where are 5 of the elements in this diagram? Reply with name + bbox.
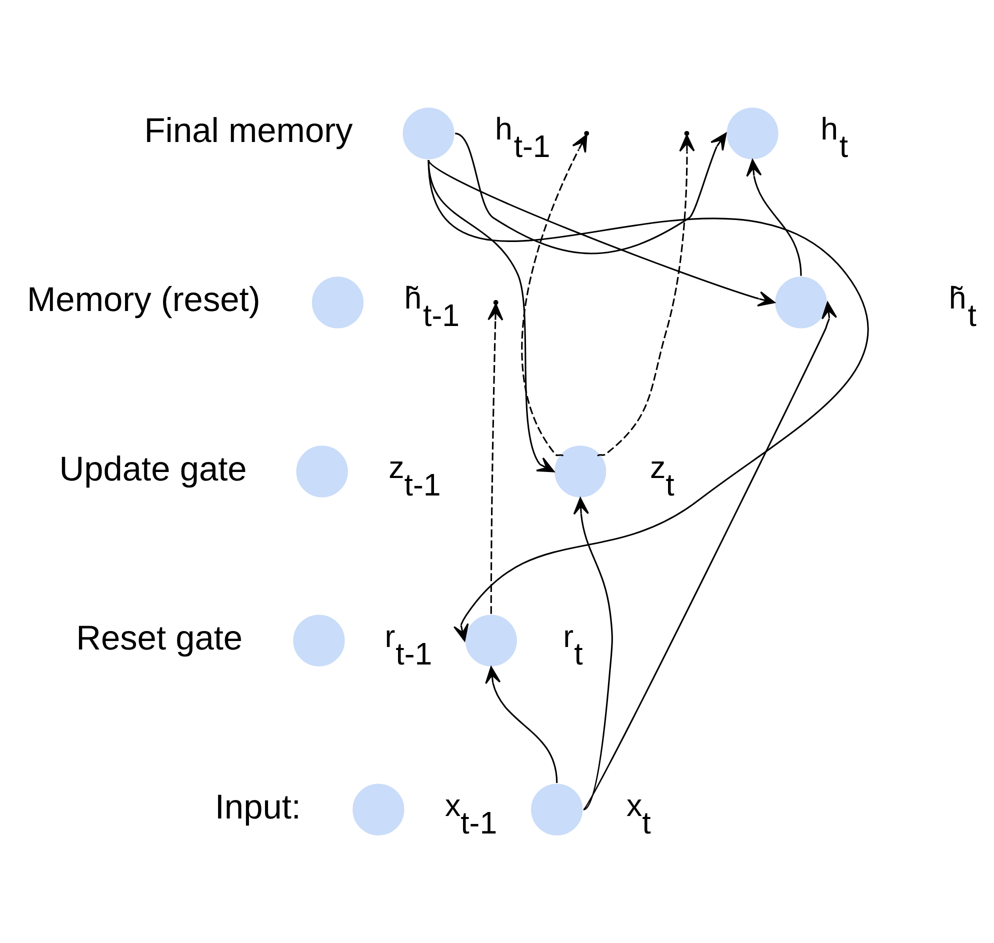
label: Final memory: [144, 112, 353, 150]
label: Memory (reset): [27, 281, 260, 320]
label: Update gate: [59, 450, 247, 488]
label: Reset gate: [76, 619, 243, 658]
label: Input:: [214, 788, 301, 826]
